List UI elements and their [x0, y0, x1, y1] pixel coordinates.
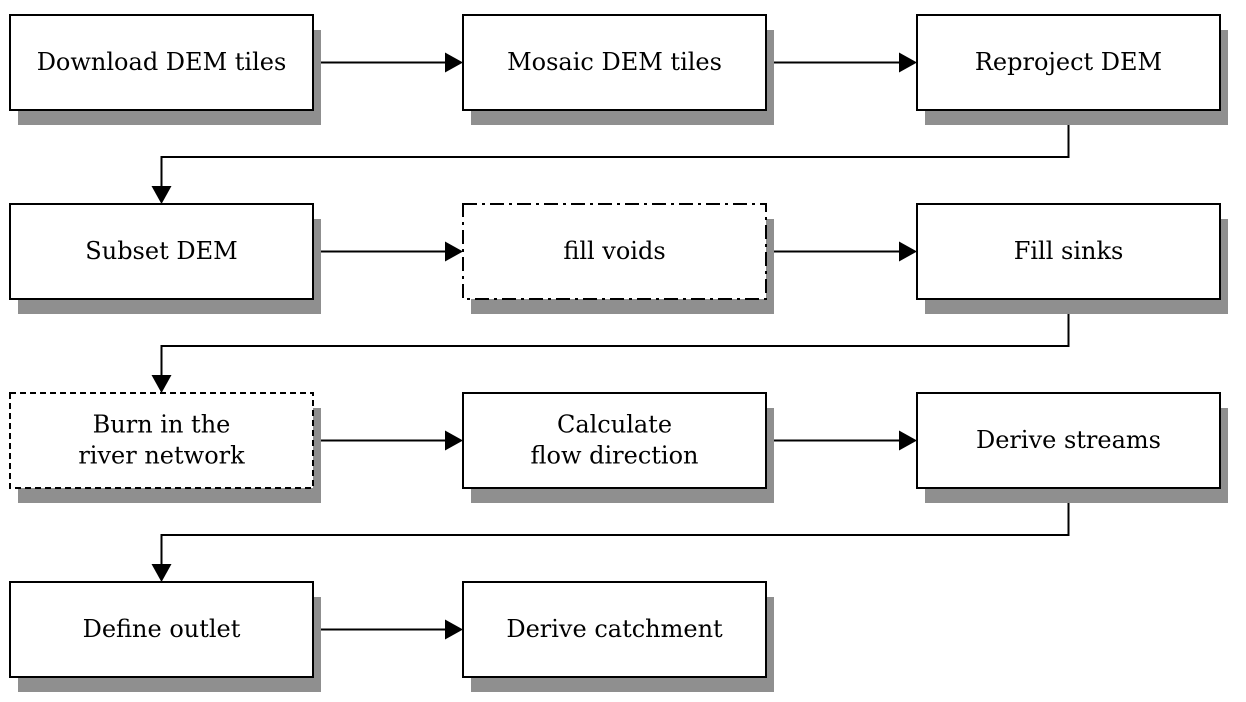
step-box	[9, 392, 314, 489]
flow-burn-in-river-network-to-calculate-flow-direction	[313, 430, 463, 451]
flow-subset-dem-to-fill-voids	[313, 241, 463, 262]
flow-derive-streams-to-define-outlet	[151, 488, 1070, 582]
step-label: Fill sinks	[1014, 237, 1124, 265]
flow-reproject-dem-to-subset-dem	[151, 110, 1070, 204]
step-mosaic-dem-tiles: Mosaic DEM tiles	[462, 14, 774, 125]
step-label: flow direction	[530, 442, 698, 470]
arrowhead	[899, 52, 917, 73]
step-label: Burn in the	[93, 411, 231, 439]
step-fill-sinks: Fill sinks	[916, 203, 1228, 314]
step-label: Reproject DEM	[975, 48, 1162, 76]
step-subset-dem: Subset DEM	[9, 203, 321, 314]
step-download-dem-tiles: Download DEM tiles	[9, 14, 321, 125]
step-box	[462, 14, 767, 111]
arrowhead	[899, 430, 917, 451]
arrowhead	[899, 241, 917, 262]
step-label: fill voids	[563, 237, 665, 265]
step-box	[9, 14, 314, 111]
step-box	[9, 203, 314, 300]
step-fill-voids: fill voids	[462, 203, 774, 314]
step-label: Subset DEM	[85, 237, 237, 265]
step-box	[462, 581, 767, 678]
step-label: Mosaic DEM tiles	[507, 48, 722, 76]
step-label: Define outlet	[83, 615, 241, 643]
step-define-outlet: Define outlet	[9, 581, 321, 692]
arrowhead	[445, 241, 463, 262]
arrowhead	[445, 52, 463, 73]
arrowhead	[151, 186, 172, 204]
connector-line	[160, 299, 1070, 377]
arrowhead	[445, 619, 463, 640]
connector-line	[160, 110, 1070, 188]
step-box-layer: Download DEM tiles Mosaic DEM tiles Reproj…	[9, 14, 1228, 692]
arrowhead	[151, 375, 172, 393]
flow-fill-voids-to-fill-sinks	[766, 241, 917, 262]
step-box	[916, 14, 1221, 111]
step-label: Derive streams	[976, 426, 1161, 454]
step-box	[9, 581, 314, 678]
flow-download-dem-tiles-to-mosaic-dem-tiles	[313, 52, 463, 73]
step-label: Download DEM tiles	[37, 48, 287, 76]
step-derive-catchment: Derive catchment	[462, 581, 774, 692]
connector-layer	[151, 52, 1070, 640]
step-burn-in-river-network: Burn in the river network	[9, 392, 321, 503]
step-box	[462, 203, 767, 300]
arrowhead	[151, 564, 172, 582]
step-derive-streams: Derive streams	[916, 392, 1228, 503]
step-box	[916, 203, 1221, 300]
step-calculate-flow-direction: Calculate flow direction	[462, 392, 774, 503]
step-label: river network	[78, 442, 245, 470]
step-label: Derive catchment	[506, 615, 723, 643]
connector-line	[160, 488, 1070, 566]
arrowhead	[445, 430, 463, 451]
flow-define-outlet-to-derive-catchment	[313, 619, 463, 640]
step-box	[462, 392, 767, 489]
flow-calculate-flow-direction-to-derive-streams	[766, 430, 917, 451]
step-label: Calculate	[557, 411, 672, 439]
step-reproject-dem: Reproject DEM	[916, 14, 1228, 125]
flow-fill-sinks-to-burn-in-river-network	[151, 299, 1070, 393]
flow-mosaic-dem-tiles-to-reproject-dem	[766, 52, 917, 73]
step-box	[916, 392, 1221, 489]
